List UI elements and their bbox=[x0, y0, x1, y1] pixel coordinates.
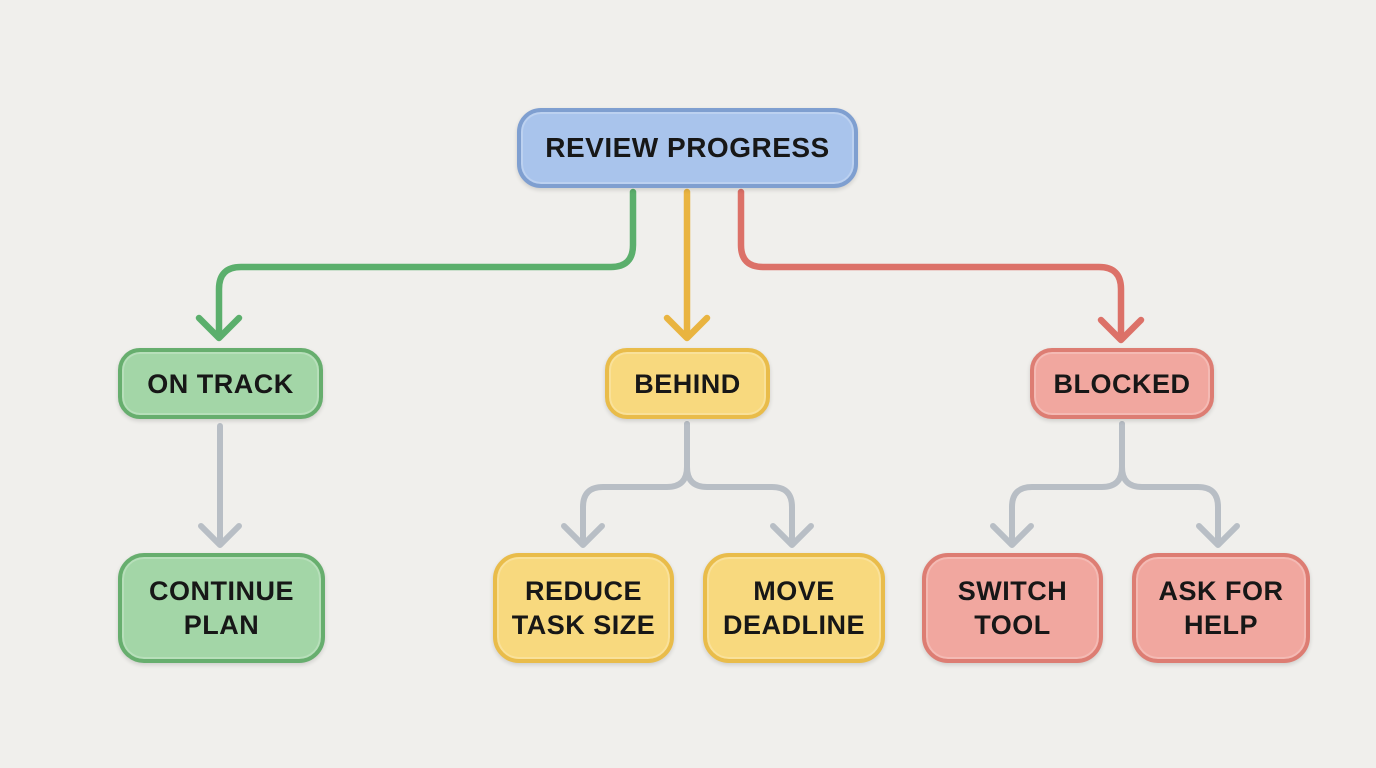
arrowhead-down-icon bbox=[198, 523, 242, 548]
node-review-progress: REVIEW PROGRESS bbox=[517, 108, 858, 188]
node-continue-plan: CONTINUE PLAN bbox=[118, 553, 325, 663]
node-label: SWITCH TOOL bbox=[957, 576, 1068, 640]
node-label: BLOCKED bbox=[1053, 368, 1191, 399]
connector-line bbox=[684, 421, 795, 541]
node-label: ASK FOR HELP bbox=[1158, 576, 1284, 640]
arrowhead-down-icon bbox=[195, 314, 243, 342]
connector-blocked-to-ask-for-help bbox=[1119, 421, 1240, 548]
node-blocked: BLOCKED bbox=[1030, 348, 1214, 419]
connector-root-to-on-track bbox=[195, 188, 637, 342]
node-behind: BEHIND bbox=[605, 348, 770, 419]
node-switch-tool: SWITCH TOOL bbox=[922, 553, 1103, 663]
node-reduce-task-size: REDUCE TASK SIZE bbox=[493, 553, 674, 663]
node-label: ON TRACK bbox=[147, 368, 294, 399]
connector-blocked-to-switch-tool bbox=[990, 421, 1125, 548]
connector-behind-to-move-deadline bbox=[684, 421, 814, 548]
arrowhead-down-icon bbox=[990, 523, 1034, 548]
node-label: MOVE DEADLINE bbox=[722, 576, 865, 640]
connector-line bbox=[737, 188, 1125, 337]
arrowhead-down-icon bbox=[1097, 316, 1145, 344]
arrowhead-down-icon bbox=[1196, 523, 1240, 548]
connector-line bbox=[1119, 421, 1221, 541]
node-label: REVIEW PROGRESS bbox=[545, 132, 830, 163]
connector-line bbox=[580, 421, 690, 541]
connector-line bbox=[1009, 421, 1125, 541]
connector-root-to-blocked bbox=[737, 188, 1145, 344]
node-label: REDUCE TASK SIZE bbox=[511, 576, 656, 640]
connector-on-track-to-continue-plan bbox=[198, 423, 242, 548]
node-ask-for-help: ASK FOR HELP bbox=[1132, 553, 1310, 663]
node-label: BEHIND bbox=[634, 368, 741, 399]
node-label: CONTINUE PLAN bbox=[149, 576, 294, 640]
arrowhead-down-icon bbox=[663, 314, 711, 342]
connector-line bbox=[215, 188, 637, 335]
node-move-deadline: MOVE DEADLINE bbox=[703, 553, 885, 663]
arrowhead-down-icon bbox=[770, 523, 814, 548]
node-on-track: ON TRACK bbox=[118, 348, 323, 419]
connector-behind-to-reduce-task-size bbox=[561, 421, 690, 548]
arrowhead-down-icon bbox=[561, 523, 605, 548]
connector-root-to-behind bbox=[663, 188, 711, 342]
